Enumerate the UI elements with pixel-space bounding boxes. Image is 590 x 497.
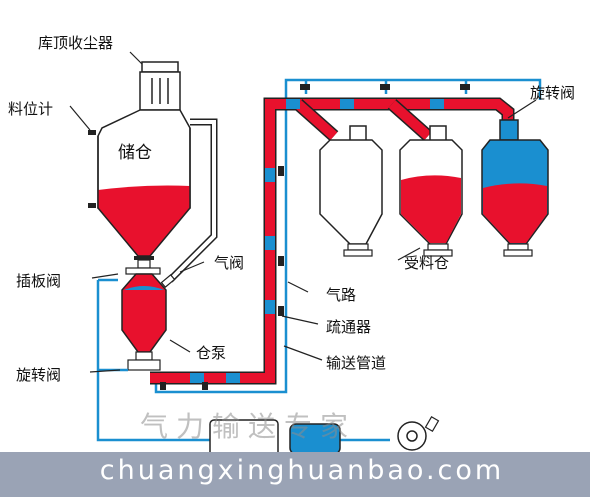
label-storage-bin: 储仓 [118, 143, 152, 163]
label-dust-collector: 库顶收尘器 [38, 34, 114, 52]
label-pump: 仓泵 [196, 344, 227, 362]
label-receiving-bin: 受料仓 [404, 254, 450, 272]
watermark-cn: 气力输送专家 [140, 410, 357, 443]
label-air-valve: 气阀 [214, 254, 245, 272]
label-rotary-valve-left: 旋转阀 [16, 366, 62, 384]
receiving-bin-1 [319, 125, 383, 257]
receiving-bin-2 [399, 125, 463, 257]
label-dredger: 疏通器 [326, 318, 372, 336]
label-rotary-valve-right: 旋转阀 [530, 84, 576, 102]
air-lines [96, 78, 542, 442]
watermark-bar [0, 452, 590, 497]
compressor-station [209, 415, 440, 457]
receiving-bin-3 [481, 119, 549, 257]
label-air-line: 气路 [326, 286, 357, 304]
conveying-pipe [150, 97, 515, 385]
pipe-devices [160, 84, 470, 390]
storage-bin [88, 61, 218, 283]
pump-vessel [121, 273, 176, 371]
label-conveying-pipe: 输送管道 [326, 354, 387, 372]
leader-lines [69, 51, 537, 373]
label-gate-valve: 插板阀 [16, 272, 62, 290]
watermark-url: chuangxinghuanbao.com [99, 455, 505, 486]
label-level-gauge: 料位计 [8, 100, 54, 118]
